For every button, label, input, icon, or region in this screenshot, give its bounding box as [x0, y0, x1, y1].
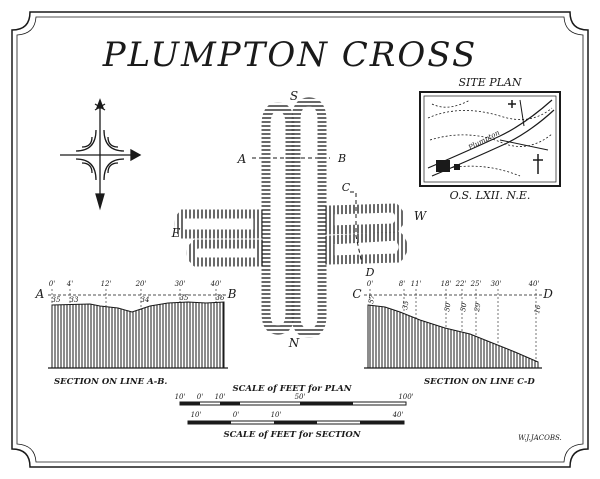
- section-ab-height: 36: [216, 294, 225, 302]
- section-ab-tick: 30': [175, 280, 186, 288]
- section-cd-right-label: D: [542, 287, 553, 301]
- section-cd-tick: 30': [491, 280, 502, 288]
- plan-scale-tick: 50': [295, 393, 306, 401]
- section-cd-height: 29: [473, 302, 483, 314]
- section-scale-label: SCALE of FEET for SECTION: [223, 430, 361, 440]
- signature: W.J.JACOBS.: [518, 434, 562, 442]
- section-ab-tick: 12': [101, 280, 112, 288]
- section-ab-left-label: A: [35, 287, 45, 301]
- section-cd-tick: 8': [399, 280, 405, 288]
- section-cd-tick: 40': [528, 280, 540, 288]
- section-cd-caption: SECTION ON LINE C-D: [424, 377, 535, 387]
- section-cd-height: 30: [443, 302, 453, 313]
- section-cd-tick: 18': [441, 280, 452, 288]
- page-title: PLUMPTON CROSS: [102, 35, 478, 75]
- section-scale-tick: 10': [271, 411, 282, 419]
- plan-scale-label: SCALE of FEET for PLAN: [233, 384, 353, 394]
- section-ab-height: 33: [70, 296, 79, 304]
- plan-scale-tick: 10': [215, 393, 226, 401]
- section-ab-tick: 20': [135, 280, 147, 288]
- section-ab-tick: 0': [49, 280, 55, 288]
- site-plan-heading: SITE PLAN: [458, 76, 521, 89]
- section-ab-tick: 40': [210, 280, 222, 288]
- section-ab-height: 35: [180, 294, 189, 302]
- compass-rose-icon: [60, 98, 142, 211]
- marker-section-b: B: [337, 152, 346, 165]
- section-ab-tick: 4': [66, 280, 73, 288]
- section-scale-tick: 0': [233, 411, 239, 419]
- marker-east: E: [171, 226, 181, 240]
- section-cd-height: 30: [459, 302, 469, 313]
- section-ab-height: 35: [52, 296, 61, 304]
- marker-west: W: [414, 209, 428, 223]
- section-cd-height: 16: [533, 304, 543, 315]
- marker-north: N: [288, 336, 300, 350]
- section-cd-tick: 0': [367, 280, 373, 288]
- section-cd-left-label: C: [352, 287, 361, 301]
- cross-earthwork-plan: [174, 97, 408, 338]
- section-cd-profile: C D 0' 8' 11' 18' 22' 25' 30' 40' 37 35 …: [352, 280, 553, 387]
- marker-section-c: C: [342, 181, 351, 194]
- section-cd-tick: 25': [470, 280, 482, 288]
- marker-section-d: D: [365, 266, 375, 279]
- section-ab-height: 34: [141, 296, 150, 304]
- section-scale-bar: 10' 0' 10' 40' SCALE of FEET for SECTION: [187, 411, 405, 440]
- site-plan-inset: SITE PLAN Plumpton O.S. LXII. N.E.: [419, 76, 561, 202]
- ornate-border: [11, 11, 589, 468]
- section-cd-height: 35: [401, 300, 411, 311]
- section-cd-tick: 11': [411, 280, 422, 288]
- plan-scale-tick: 100': [398, 393, 413, 401]
- plan-scale-tick: 10': [175, 393, 186, 401]
- section-ab-profile: A B 0' 4' 12' 20' 30' 40' 35 33 34 35 36…: [35, 280, 237, 387]
- section-ab-right-label: B: [227, 287, 237, 301]
- marker-south: S: [290, 89, 298, 103]
- plan-scale-bar: SCALE of FEET for PLAN 10' 0' 10' 50' 10…: [175, 384, 414, 406]
- section-scale-tick: 10': [191, 411, 202, 419]
- section-ab-caption: SECTION ON LINE A-B.: [54, 377, 167, 387]
- section-cd-height: 37: [367, 294, 377, 305]
- plan-scale-tick: 0': [197, 393, 203, 401]
- site-plan-caption: O.S. LXII. N.E.: [450, 189, 531, 202]
- section-scale-tick: 40': [392, 411, 404, 419]
- marker-section-a: A: [237, 152, 247, 166]
- site-plan-road-label: Plumpton: [466, 128, 501, 152]
- section-cd-tick: 22': [455, 280, 467, 288]
